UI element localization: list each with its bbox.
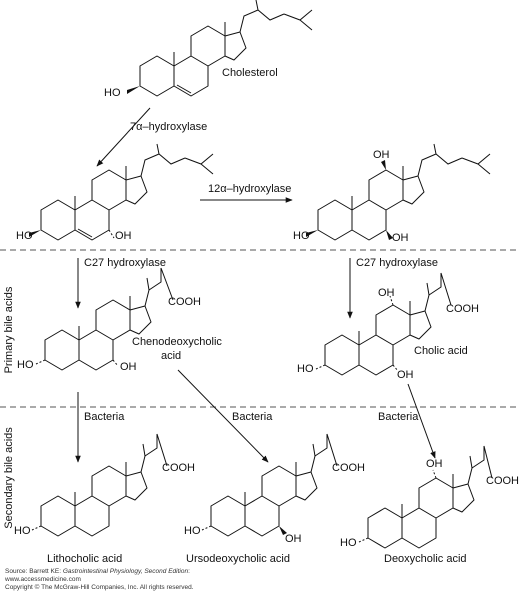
bacteria-label-3: Bacteria bbox=[378, 411, 419, 423]
chenodeoxycholic-acid-structure: COOH HO OH Chenodeoxycholic acid bbox=[17, 267, 222, 373]
arrow-bacteria-ursodeoxycholic bbox=[177, 369, 269, 463]
7alpha-hydroxylase-label: 7α–hydroxylase bbox=[130, 121, 207, 133]
ho-group: HO bbox=[104, 87, 121, 99]
source-credit: Source: Barrett KE: Gastrointestinal Phy… bbox=[5, 568, 305, 592]
cholesterol-label: Cholesterol bbox=[222, 67, 278, 79]
7alpha-12alpha-dihydroxycholesterol-structure: HO OH OH bbox=[293, 143, 491, 244]
steroid-skeleton bbox=[44, 267, 174, 371]
steroid-skeleton bbox=[40, 433, 168, 537]
ho-group: HO bbox=[297, 363, 314, 375]
steroid-skeleton bbox=[210, 433, 338, 537]
chenodeoxycholic-label-line1: Chenodeoxycholic bbox=[132, 336, 222, 348]
cooh-group: COOH bbox=[332, 462, 365, 474]
ho-group: HO bbox=[340, 537, 357, 549]
12alpha-hydroxylase-label: 12α–hydroxylase bbox=[208, 183, 291, 195]
ho-group: HO bbox=[17, 359, 34, 371]
ho-group: HO bbox=[184, 525, 201, 537]
bacteria-label-2: Bacteria bbox=[232, 411, 273, 423]
deoxycholic-acid-label: Deoxycholic acid bbox=[384, 553, 467, 565]
cooh-group: COOH bbox=[486, 475, 519, 487]
cooh-group: COOH bbox=[446, 303, 479, 315]
oh-group: OH bbox=[397, 369, 414, 381]
source-suffix: : bbox=[188, 568, 190, 575]
bacteria-label-1: Bacteria bbox=[84, 411, 125, 423]
arrow-7alpha-hydroxylase bbox=[96, 107, 151, 167]
cholic-acid-structure: COOH OH HO OH Cholic acid bbox=[297, 272, 479, 381]
steroid-skeleton bbox=[324, 272, 452, 376]
oh-group-12: OH bbox=[373, 149, 390, 161]
cooh-group: COOH bbox=[162, 462, 195, 474]
ho-group: HO bbox=[293, 230, 310, 242]
ursodeoxycholic-acid-label: Ursodeoxycholic acid bbox=[186, 553, 290, 565]
source-book-title: Gastrointestinal Physiology, Second Edit… bbox=[62, 568, 189, 575]
oh-group: OH bbox=[115, 230, 132, 242]
lithocholic-acid-structure: COOH HO Lithocholic acid bbox=[14, 433, 195, 565]
oh-group-12: OH bbox=[426, 458, 443, 470]
ursodeoxycholic-acid-structure: COOH HO OH Ursodeoxycholic acid bbox=[184, 433, 365, 565]
7alpha-hydroxycholesterol-structure: HO OH bbox=[16, 143, 214, 242]
ho-group: HO bbox=[16, 230, 33, 242]
c27-hydroxylase-left-label: C27 hydroxylase bbox=[84, 257, 166, 269]
source-prefix: Source: Barrett KE: bbox=[5, 568, 63, 575]
oh-group-12: OH bbox=[378, 287, 395, 299]
c27-hydroxylase-right-label: C27 hydroxylase bbox=[356, 257, 438, 269]
steroid-skeleton bbox=[40, 143, 214, 241]
steroid-skeleton bbox=[317, 143, 491, 241]
steroid-skeleton bbox=[367, 445, 493, 549]
cooh-group: COOH bbox=[168, 296, 201, 308]
steroid-skeleton bbox=[139, 0, 313, 97]
secondary-bile-acids-label: Secondary bile acids bbox=[3, 427, 15, 529]
chenodeoxycholic-label-line2: acid bbox=[161, 350, 181, 362]
oh-group: OH bbox=[285, 533, 302, 545]
primary-bile-acids-label: Primary bile acids bbox=[3, 286, 15, 373]
arrow-bacteria-deoxycholic bbox=[407, 383, 436, 459]
oh-group: OH bbox=[120, 361, 137, 373]
cholesterol-structure: HO Cholesterol bbox=[104, 0, 313, 99]
ho-group: HO bbox=[14, 525, 31, 537]
oh-group: OH bbox=[392, 232, 409, 244]
deoxycholic-acid-structure: COOH OH HO Deoxycholic acid bbox=[340, 445, 519, 565]
source-url: www.accessmedicine.com bbox=[5, 576, 81, 583]
cholic-acid-label: Cholic acid bbox=[414, 345, 468, 357]
copyright-notice: Copyright © The McGraw-Hill Companies, I… bbox=[5, 584, 194, 591]
lithocholic-acid-label: Lithocholic acid bbox=[47, 553, 122, 565]
source-citation: Source: Barrett KE: Gastrointestinal Phy… bbox=[5, 568, 305, 576]
